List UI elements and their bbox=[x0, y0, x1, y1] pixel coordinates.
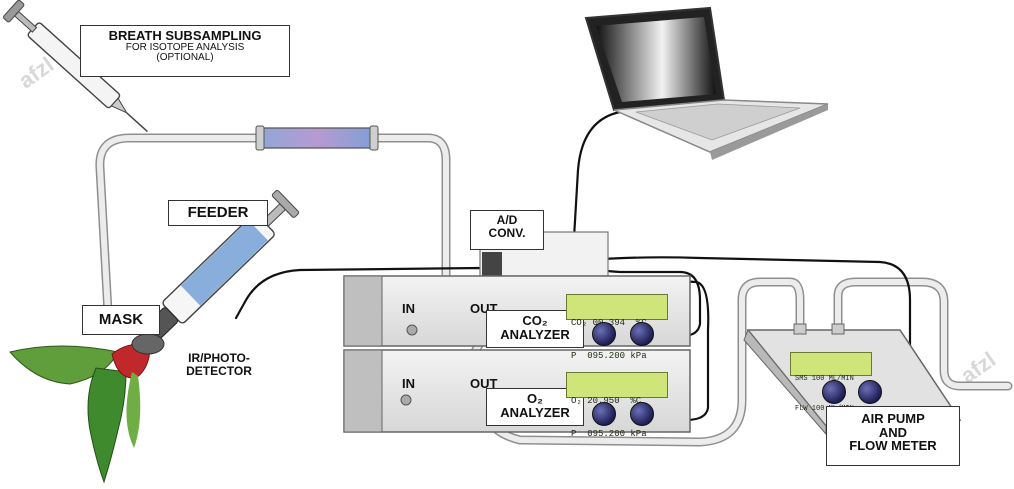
o2-display-line2: P 095.200 kPa bbox=[571, 429, 647, 439]
filter-canister-icon bbox=[255, 125, 379, 151]
air-pump-label: AIR PUMP AND FLOW METER bbox=[826, 406, 960, 466]
laptop-icon bbox=[584, 6, 829, 160]
o2-display: O₂ 20.950 %C P 095.200 kPa bbox=[566, 372, 668, 439]
co2-display: CO₂ 00.394 %C P 095.200 kPa bbox=[566, 294, 668, 361]
o2-out-label: OUT bbox=[470, 376, 498, 391]
pump-line2: AND bbox=[878, 424, 908, 440]
co2-display-line2: P 095.200 kPa bbox=[571, 351, 647, 361]
o2-line1: O₂ bbox=[527, 391, 543, 406]
pump-display-line1: SMS 100 ML/MIN bbox=[795, 375, 854, 383]
feeder-label: FEEDER bbox=[168, 200, 268, 226]
pump-knob-left[interactable] bbox=[822, 380, 846, 404]
hummingbird-icon bbox=[9, 333, 165, 484]
breath-sub1: FOR ISOTOPE ANALYSIS bbox=[125, 41, 245, 53]
co2-in-label: IN bbox=[402, 301, 415, 316]
co2-knob-right[interactable] bbox=[630, 322, 654, 346]
o2-display-line1: O₂ 20.950 %C bbox=[571, 396, 642, 406]
ad-line1: A/D bbox=[496, 213, 518, 227]
ir-photo-line1: IR/PHOTO- bbox=[188, 351, 250, 365]
o2-in-label: IN bbox=[402, 376, 415, 391]
breath-syringe-icon bbox=[3, 0, 148, 133]
breath-subsampling-label: BREATH SUBSAMPLING FOR ISOTOPE ANALYSIS … bbox=[80, 25, 290, 77]
pump-line3: FLOW METER bbox=[849, 438, 937, 454]
ir-photodetector-label: IR/PHOTO- DETECTOR bbox=[166, 346, 272, 388]
pump-knob-right[interactable] bbox=[858, 380, 882, 404]
ad-line2: CONV. bbox=[488, 225, 526, 240]
ad-converter-label: A/D CONV. bbox=[470, 210, 544, 250]
ir-photo-line2: DETECTOR bbox=[186, 363, 252, 378]
o2-knob-right[interactable] bbox=[630, 402, 654, 426]
co2-line1: CO₂ bbox=[522, 313, 548, 328]
co2-line2: ANALYZER bbox=[500, 326, 570, 342]
o2-line2: ANALYZER bbox=[500, 404, 570, 420]
co2-knob-left[interactable] bbox=[592, 322, 616, 346]
pump-line1: AIR PUMP bbox=[861, 411, 925, 426]
mask-label: MASK bbox=[82, 305, 160, 335]
pump-display: SMS 100 ML/MIN FLW 100 ML/MIN bbox=[790, 352, 872, 413]
breath-sub2: (OPTIONAL) bbox=[156, 52, 214, 64]
o2-knob-left[interactable] bbox=[592, 402, 616, 426]
breath-title: BREATH SUBSAMPLING bbox=[108, 28, 262, 43]
